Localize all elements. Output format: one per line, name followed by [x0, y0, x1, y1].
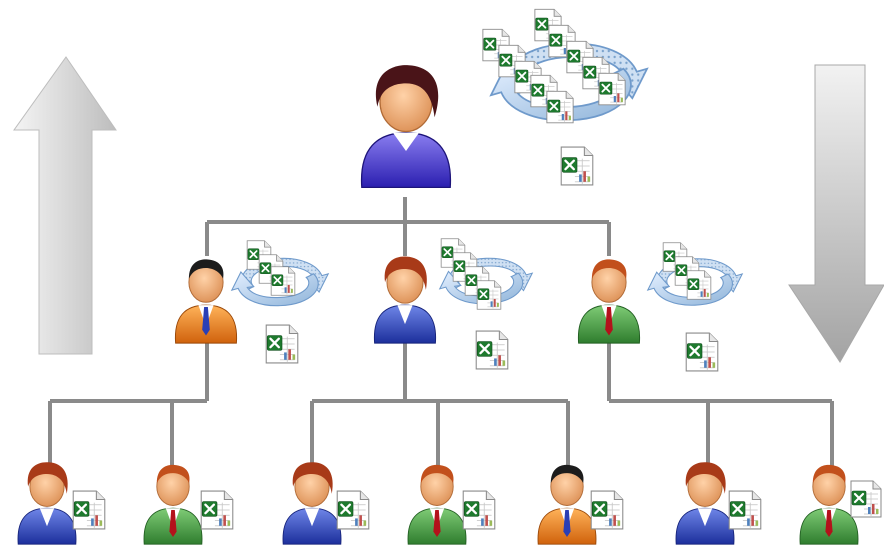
bottom-person-1 — [17, 461, 106, 545]
person-icon-bottom-3 — [282, 461, 342, 545]
spreadsheet-icon — [270, 266, 296, 296]
spreadsheet-icon — [560, 146, 594, 186]
person-icon-bottom-5 — [537, 464, 597, 545]
person-icon-top — [360, 64, 452, 189]
spreadsheet-icon — [590, 490, 624, 530]
spreadsheet-icon — [684, 332, 720, 372]
top-cycle-group — [482, 8, 649, 186]
spreadsheet-icon — [462, 490, 496, 530]
arrow-down-icon — [788, 64, 884, 363]
spreadsheet-icon — [264, 324, 300, 364]
spreadsheet-icon — [474, 330, 510, 370]
person-icon-bottom-7 — [799, 464, 859, 545]
mid-1-cycle-group — [231, 240, 329, 364]
person-icon-mid-3 — [577, 258, 641, 344]
person-icon-bottom-1 — [17, 461, 77, 545]
connector-lines — [48, 197, 834, 466]
bottom-person-7 — [799, 464, 882, 545]
spreadsheet-icon — [476, 280, 502, 310]
spreadsheet-icon — [546, 90, 574, 124]
bottom-person-3 — [282, 461, 370, 545]
mid-2-cycle-group — [439, 238, 533, 370]
bottom-person-2 — [143, 464, 234, 545]
spreadsheet-icon — [72, 490, 106, 530]
person-icon-mid-1 — [174, 258, 238, 344]
spreadsheet-icon — [598, 72, 626, 106]
person-icon-mid-2 — [373, 256, 437, 344]
person-icon-bottom-2 — [143, 464, 203, 545]
person-icon-bottom-6 — [675, 461, 735, 545]
spreadsheet-icon — [728, 490, 762, 530]
spreadsheet-icon — [200, 490, 234, 530]
spreadsheet-icon — [336, 490, 370, 530]
spreadsheet-icon — [686, 270, 712, 300]
bottom-person-4 — [407, 464, 496, 545]
person-icon-bottom-4 — [407, 464, 467, 545]
bottom-person-6 — [675, 461, 762, 545]
bottom-person-5 — [537, 464, 624, 545]
spreadsheet-icon — [850, 480, 882, 518]
mid-3-cycle-group — [647, 242, 743, 372]
arrow-up-icon — [13, 56, 117, 355]
